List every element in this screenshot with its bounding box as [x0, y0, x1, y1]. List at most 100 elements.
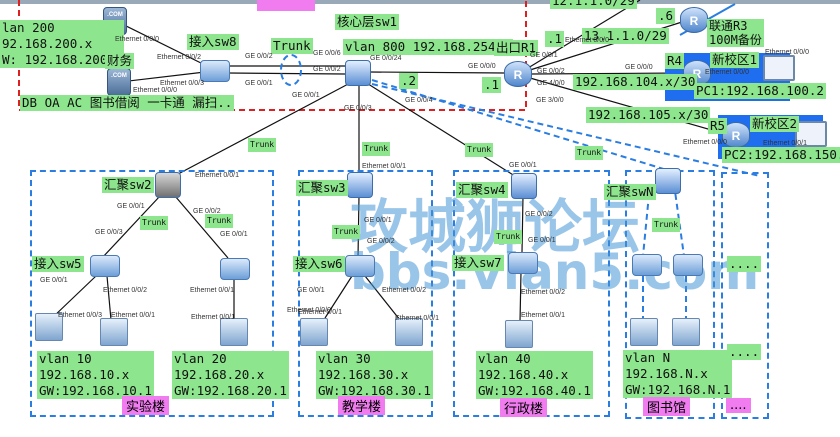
- pc1-icon[interactable]: [763, 55, 795, 81]
- router-r3-icon[interactable]: R: [680, 7, 708, 33]
- port-label: Ethernet 0/0/1: [763, 140, 807, 147]
- port-label: GE 0/0/2: [525, 211, 553, 218]
- port-label: GE 4/0/0: [537, 80, 565, 87]
- trunk-label: Trunk: [652, 218, 681, 232]
- port-label: Ethernet 0/0/2: [521, 289, 565, 296]
- pc-icon[interactable]: [505, 320, 533, 348]
- access-switch-icon[interactable]: [220, 258, 250, 280]
- port-label: Ethernet 0/0/2: [157, 54, 201, 61]
- core-switch-sw1-icon[interactable]: [345, 60, 371, 86]
- pc1-label: PC1:192.168.100.2: [694, 83, 826, 99]
- r3-label: 联通R3 100M备份: [707, 19, 764, 47]
- access-sw8-label: 接入sw8: [187, 34, 239, 50]
- link: [673, 183, 685, 257]
- pc2-label: PC2:192.168.150.2: [722, 147, 840, 163]
- link: [519, 271, 522, 323]
- more-dots: ....: [727, 344, 762, 360]
- port-label: Ethernet 0/0/0: [683, 139, 727, 146]
- port-label: Ethernet 0/0/1: [190, 287, 234, 294]
- port-label: GE 0/0/1: [220, 231, 248, 238]
- access-switch-sw7-icon[interactable]: [508, 252, 538, 274]
- server-icon[interactable]: .COM: [107, 68, 131, 96]
- port-label: GE 0/0/2: [367, 238, 395, 245]
- port-label: Ethernet 0/0/0: [115, 36, 159, 43]
- sw5-label: 接入sw5: [32, 256, 84, 272]
- access-switch-sw5-icon[interactable]: [90, 255, 120, 277]
- building-zone-lab: [30, 170, 274, 417]
- r5-label: R5: [708, 118, 728, 134]
- port-label: Ethernet 0/0/1: [298, 309, 342, 316]
- r1-label: 出口R1: [494, 40, 539, 56]
- core-vlan-label: vlan 800 192.168.254.0: [343, 39, 513, 55]
- agg-switch-sw2-icon[interactable]: [155, 172, 181, 198]
- port-label: Ethernet 0/0/2: [382, 287, 426, 294]
- port-label: Ethernet 0/0/0: [705, 69, 749, 76]
- window-top-edge: [0, 0, 840, 4]
- pc2-icon[interactable]: [795, 121, 827, 147]
- pc-icon[interactable]: [220, 318, 248, 346]
- access-switch-icon[interactable]: [673, 254, 703, 276]
- vlan40-label: vlan 40 192.168.40.x GW:192.168.40.1: [476, 351, 593, 399]
- pc-icon[interactable]: [35, 313, 63, 341]
- port-label: GE 0/0/1: [528, 237, 556, 244]
- vlan200-label: lan 200 92.168.200.x W: 192.168.200.1: [0, 20, 125, 68]
- swN-label: 汇聚swN: [604, 184, 656, 200]
- trunk-ellipse: [280, 54, 302, 86]
- port-label: Ethernet 0/0/3: [160, 80, 204, 87]
- agg-switch-swN-icon[interactable]: [655, 168, 681, 194]
- pc-icon[interactable]: [630, 318, 658, 346]
- port-label: GE 0/0/4: [405, 97, 433, 104]
- router-r1-icon[interactable]: R: [504, 61, 532, 87]
- net12-label: 12.1.1.0/29: [550, 0, 637, 9]
- pc-icon[interactable]: [672, 318, 700, 346]
- trunk-label: Trunk: [140, 216, 169, 230]
- port-label: GE 0/0/1: [364, 217, 392, 224]
- finance-label: 财务: [105, 53, 135, 69]
- agg-switch-sw3-icon[interactable]: [347, 172, 373, 198]
- r1-wan-suffix: .1: [545, 31, 565, 47]
- trunk-label: Trunk: [494, 230, 523, 244]
- link: [101, 195, 161, 259]
- zone-tag: [257, 0, 315, 11]
- building-zone-more: [721, 172, 769, 419]
- port-label: GE 0/0/1: [509, 162, 537, 169]
- campus2-label: 新校区2: [750, 116, 800, 132]
- agg-switch-sw4-icon[interactable]: [511, 173, 537, 199]
- port-label: Ethernet 0/0/2: [103, 287, 147, 294]
- pc-icon[interactable]: [395, 318, 423, 346]
- link: [369, 71, 506, 74]
- net13-label: 13.1.1.0/29: [582, 28, 669, 44]
- r4-label: R4: [665, 53, 685, 69]
- port-label: GE 0/0/1: [117, 203, 145, 210]
- port-label: GE 0/0/2: [245, 53, 273, 60]
- trunk-link-more: [371, 83, 761, 177]
- sw3-label: 汇聚sw3: [296, 180, 348, 196]
- pc-icon[interactable]: [100, 318, 128, 346]
- link: [324, 275, 353, 319]
- net104-label: 192.168.104.x/30: [573, 74, 698, 90]
- pc-icon[interactable]: [300, 318, 328, 346]
- vlanN-label: vlan N 192.168.N.x GW:192.168.N.1: [623, 350, 733, 398]
- port-label: Ethernet 0/0/0: [287, 307, 331, 314]
- access-switch-sw6-icon[interactable]: [345, 255, 375, 277]
- port-label: GE 3/0/0: [536, 97, 564, 104]
- access-switch-icon[interactable]: [632, 254, 662, 276]
- sw2-label: 汇聚sw2: [102, 177, 154, 193]
- trunk-label: Trunk: [248, 138, 277, 152]
- building-teaching-label: 教学楼: [338, 396, 386, 415]
- trunk-label: Trunk: [465, 143, 494, 157]
- port-label: GE 0/0/24: [370, 55, 402, 62]
- port-label: GE 0/0/1: [292, 92, 320, 99]
- services-label: DB OA AC 图书借阅 一卡通 漏扫..: [20, 95, 235, 111]
- sw7-label: 接入sw7: [452, 255, 504, 271]
- sw6-label: 接入sw6: [293, 256, 345, 272]
- link: [174, 195, 229, 259]
- port-label: GE 0/0/2: [313, 66, 341, 73]
- building-admin-label: 行政楼: [500, 398, 548, 417]
- port-label: Ethernet 0/0/1: [395, 315, 439, 322]
- access-switch-sw8-icon[interactable]: [200, 60, 230, 82]
- port-label: GE 0/0/3: [344, 105, 372, 112]
- campus1-label: 新校区1: [710, 52, 760, 68]
- port-label: GE 0/0/1: [530, 52, 558, 59]
- port-label: GE 0/0/0: [625, 64, 653, 71]
